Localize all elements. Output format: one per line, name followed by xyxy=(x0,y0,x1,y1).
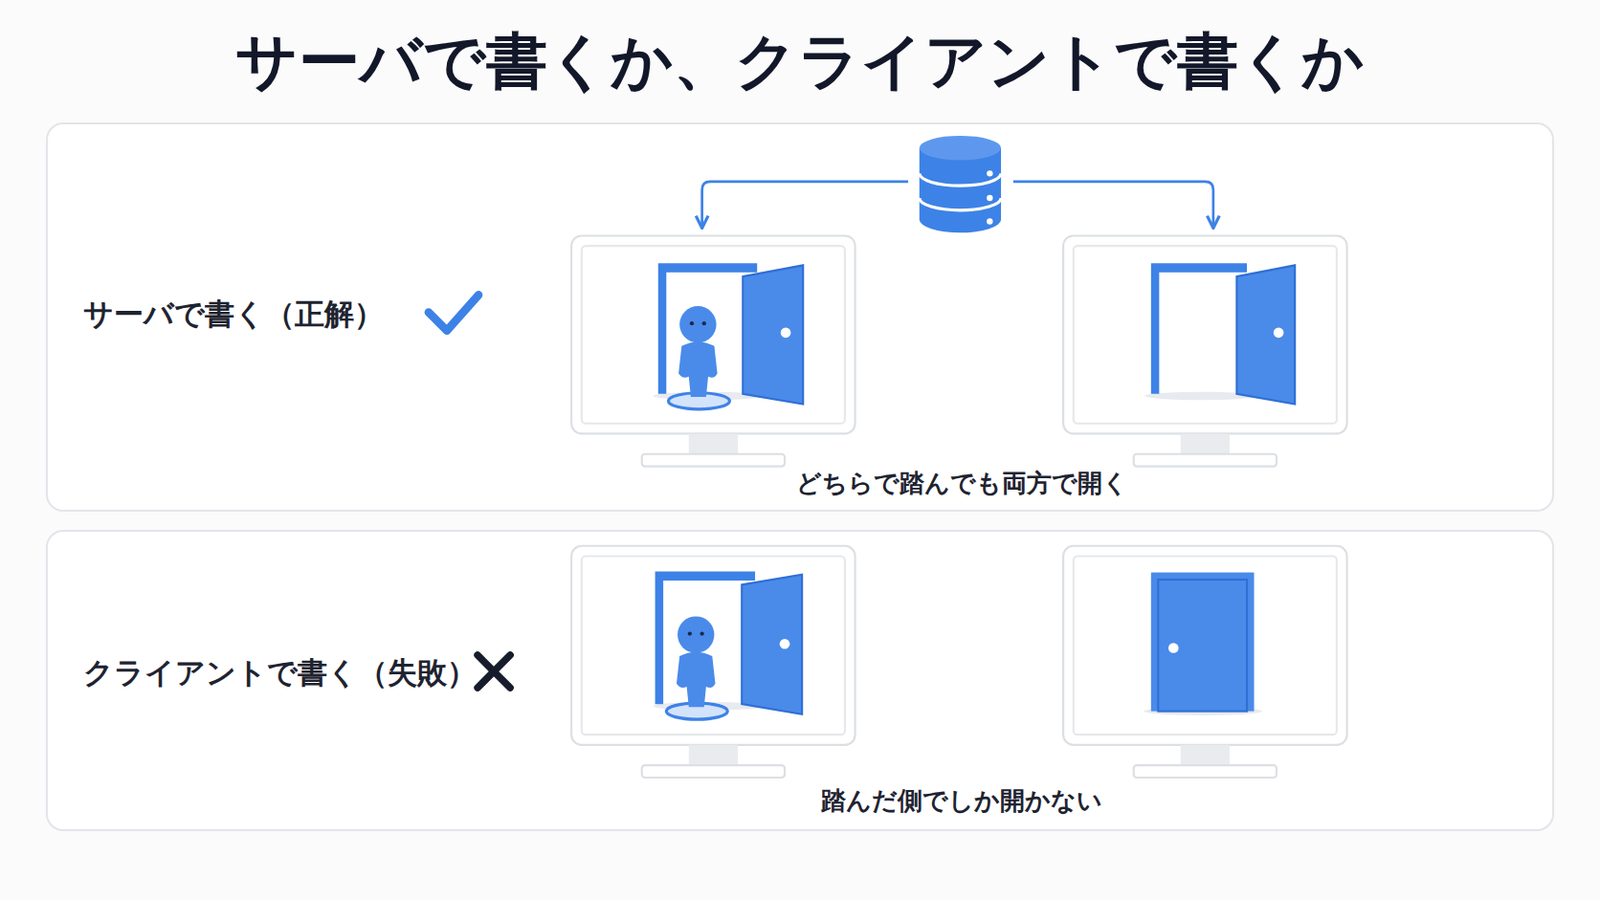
open-door xyxy=(1236,265,1295,404)
section-panel: クライアントで書く（失敗） 踏んだ側でしか開かない xyxy=(45,530,1555,832)
check-mark xyxy=(428,294,479,331)
figure-body xyxy=(676,652,716,709)
figure-eye xyxy=(700,631,705,636)
monitor-base xyxy=(642,454,785,467)
figure-head xyxy=(679,306,716,343)
database-body xyxy=(919,148,1001,234)
figure-eye xyxy=(688,631,692,636)
database-icon xyxy=(919,135,1001,233)
monitor-base xyxy=(1133,765,1277,778)
monitor-screen xyxy=(1073,245,1337,424)
monitor-base xyxy=(642,765,785,778)
section-panel: サーバで書く（正解） どちらで踏んでも両方で開く xyxy=(45,122,1555,512)
monitor xyxy=(571,546,855,778)
monitor-screen xyxy=(581,555,845,735)
open-door xyxy=(742,265,803,404)
monitor-neck xyxy=(688,745,738,766)
monitor-screen xyxy=(581,245,845,424)
monitor-frame xyxy=(1063,235,1347,434)
monitor-base xyxy=(1133,454,1277,467)
figure-base xyxy=(666,703,728,720)
database-dot xyxy=(986,170,993,177)
monitor-frame xyxy=(571,235,855,434)
floor-shadow xyxy=(652,702,765,712)
section-label: サーバで書く（正解） xyxy=(83,294,384,335)
database-band xyxy=(919,173,1001,186)
door-frame xyxy=(658,263,757,395)
monitor-frame xyxy=(571,546,855,746)
database-dot xyxy=(986,218,993,224)
sync-arrow xyxy=(702,181,909,227)
section-caption: どちらで踏んでも両方で開く xyxy=(796,466,1129,501)
floor-shadow xyxy=(1144,392,1257,401)
diagram-title: サーバで書くか、クライアントで書くか xyxy=(0,20,1600,104)
figure-eye xyxy=(702,321,707,326)
floor-shadow xyxy=(1143,707,1263,716)
section-caption: 踏んだ側でしか開かない xyxy=(821,784,1103,819)
door-frame xyxy=(655,571,756,705)
figure-base xyxy=(667,393,730,410)
database-dot xyxy=(986,195,993,201)
monitor-neck xyxy=(1180,433,1230,454)
figure-body xyxy=(678,341,718,398)
floor-shadow xyxy=(652,392,765,401)
door-knob xyxy=(780,327,792,338)
monitor-screen xyxy=(1073,555,1337,735)
monitor-neck xyxy=(1180,745,1230,766)
database-top xyxy=(919,135,1001,161)
cross-mark xyxy=(477,655,511,689)
door-knob xyxy=(1168,643,1179,654)
door-knob xyxy=(1273,327,1285,338)
monitor xyxy=(1063,235,1347,467)
closed-door xyxy=(1151,573,1255,712)
monitor xyxy=(571,235,855,467)
figure-head xyxy=(677,616,714,653)
database-band xyxy=(919,198,1001,211)
section-label: クライアントで書く（失敗） xyxy=(83,653,477,694)
door-frame xyxy=(1151,263,1247,395)
door-panel-line xyxy=(1157,579,1247,712)
open-door xyxy=(741,575,802,715)
sync-arrow xyxy=(1013,181,1214,227)
monitor xyxy=(1063,546,1347,778)
door-knob xyxy=(779,639,791,650)
figure-eye xyxy=(689,321,694,326)
monitor-frame xyxy=(1063,546,1347,746)
monitor-neck xyxy=(688,433,738,454)
